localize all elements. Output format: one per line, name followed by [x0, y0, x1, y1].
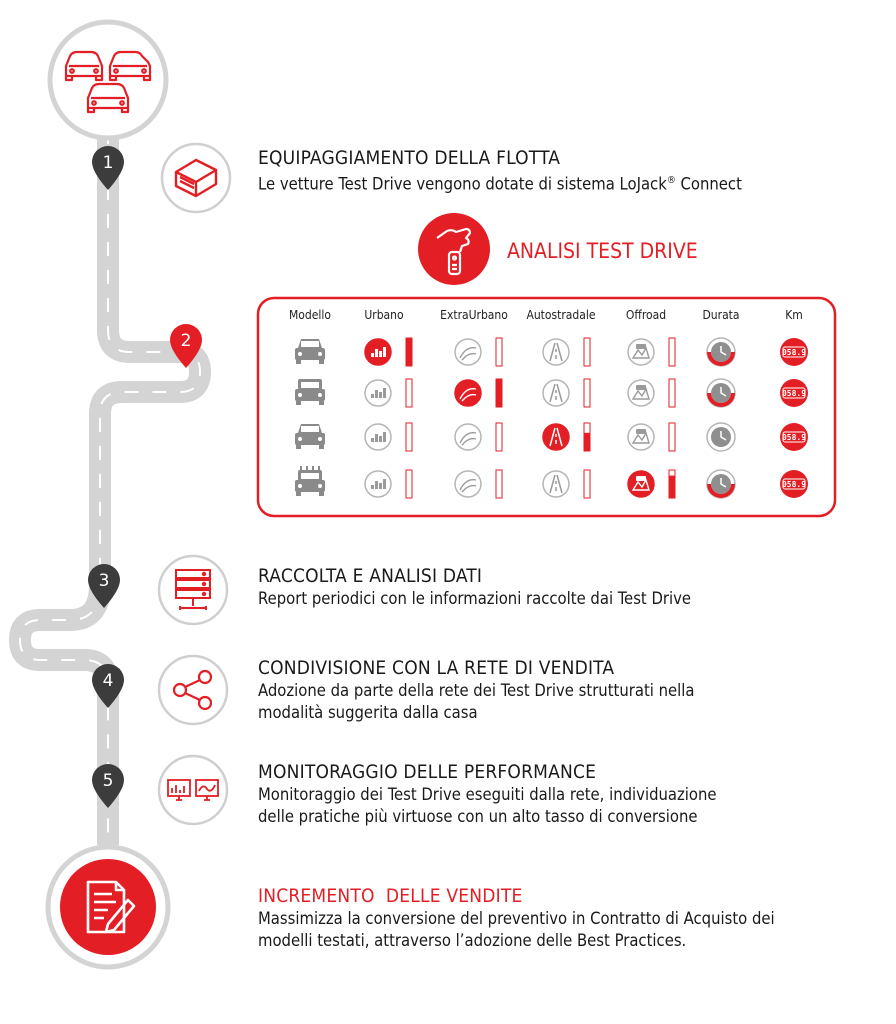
urbano-icon: [364, 379, 392, 407]
step-4-description-line-1: Adozione da parte della rete dei Test Dr…: [258, 681, 695, 700]
autostradale-level-bar: [583, 422, 591, 452]
sedan-icon: [295, 339, 325, 364]
col-header-km: Km: [785, 308, 803, 322]
autostradale-level-bar: [583, 337, 591, 367]
urbano-icon: [364, 470, 392, 498]
extraurbano-icon: [454, 423, 482, 451]
svg-text:4: 4: [103, 671, 114, 691]
step-3-title: RACCOLTA E ANALISI DATI: [258, 565, 483, 587]
road-path: [9, 130, 211, 845]
offroad-icon: [627, 423, 655, 451]
autostradale-icon: [542, 423, 570, 451]
extraurbano-icon: [454, 338, 482, 366]
final-step-description-line-2: modelli testati, attraverso l’adozione d…: [258, 931, 687, 950]
odometer-icon: 058.9: [780, 423, 808, 451]
autostradale-level-bar: [583, 469, 591, 499]
jeep-icon: [295, 466, 325, 496]
svg-text:2: 2: [181, 331, 192, 351]
step-badge-1: 1: [92, 146, 124, 190]
svg-text:058.9: 058.9: [782, 433, 806, 442]
urbano-icon: [364, 423, 392, 451]
extraurbano-level-bar: [495, 422, 503, 452]
offroad-level-bar: [668, 378, 676, 408]
extraurbano-icon: [454, 379, 482, 407]
autostradale-icon: [542, 379, 570, 407]
step-5-description-line-1: Monitoraggio dei Test Drive eseguiti dal…: [258, 785, 717, 804]
step-badge-5: 5: [92, 764, 124, 808]
step-badge-2: 2: [170, 324, 202, 368]
col-header-autostradale: Autostradale: [526, 308, 596, 322]
step-3-description: Report periodici con le informazioni rac…: [258, 589, 692, 608]
col-header-modello: Modello: [288, 308, 332, 322]
clock-icon: [706, 337, 736, 367]
step-5-description-line-2: delle pratiche più virtuose con un alto …: [258, 807, 698, 826]
autostradale-level-bar: [583, 378, 591, 408]
final-step-description-line-1: Massimizza la conversione del preventivo…: [258, 909, 775, 928]
odometer-icon: 058.9: [780, 470, 808, 498]
offroad-level-bar: [668, 337, 676, 367]
monitor-icon: [157, 754, 229, 826]
server-icon: [157, 554, 229, 626]
col-header-durata: Durata: [702, 308, 740, 322]
urbano-icon: [364, 338, 392, 366]
clock-icon: [706, 469, 736, 499]
fleet-cars-icon: [47, 19, 169, 141]
offroad-icon: [627, 338, 655, 366]
clock-icon: [706, 378, 736, 408]
urbano-level-bar: [405, 378, 413, 408]
col-header-offroad: Offroad: [625, 308, 667, 322]
final-step-title: INCREMENTO DELLE VENDITE: [258, 885, 523, 907]
svg-text:5: 5: [103, 771, 114, 791]
step-1-description: Le vetture Test Drive vengono dotate di …: [258, 174, 742, 194]
analysis-grid: 058.9 058.9 058.9 058.9: [295, 337, 808, 499]
extraurbano-level-bar: [495, 378, 503, 408]
extraurbano-icon: [454, 470, 482, 498]
col-header-extraurbano: ExtraUrbano: [440, 308, 508, 322]
offroad-icon: [627, 379, 655, 407]
odometer-icon: 058.9: [780, 379, 808, 407]
odometer-icon: 058.9: [780, 338, 808, 366]
step-4: CONDIVISIONE CON LA RETE DI VENDITA Adoz…: [258, 656, 695, 724]
offroad-level-bar: [668, 422, 676, 452]
offroad-level-bar: [668, 469, 676, 499]
extraurbano-level-bar: [495, 469, 503, 499]
step-badge-4: 4: [92, 664, 124, 708]
contract-icon: [45, 844, 171, 970]
step-4-description-line-2: modalità suggerita dalla casa: [258, 703, 478, 722]
step-5: MONITORAGGIO DELLE PERFORMANCE Monitorag…: [258, 760, 717, 828]
analysis-title: ANALISI TEST DRIVE: [507, 239, 698, 263]
step-3: RACCOLTA E ANALISI DATI Report periodici…: [258, 564, 691, 610]
suv-icon: [295, 379, 325, 405]
svg-text:058.9: 058.9: [782, 348, 806, 357]
extraurbano-level-bar: [495, 337, 503, 367]
step-4-title: CONDIVISIONE CON LA RETE DI VENDITA: [258, 657, 615, 679]
svg-text:1: 1: [103, 153, 114, 173]
autostradale-icon: [542, 470, 570, 498]
svg-text:3: 3: [99, 571, 110, 591]
hand-remote-icon: [418, 213, 490, 285]
obd-device-icon: [160, 142, 232, 214]
urbano-level-bar: [405, 337, 413, 367]
svg-text:058.9: 058.9: [782, 480, 806, 489]
offroad-icon: [627, 470, 655, 498]
autostradale-icon: [542, 338, 570, 366]
clock-icon: [706, 422, 736, 452]
svg-text:058.9: 058.9: [782, 389, 806, 398]
share-icon: [157, 654, 229, 726]
step-badge-3: 3: [88, 564, 120, 608]
step-1: EQUIPAGGIAMENTO DELLA FLOTTA Le vetture …: [258, 146, 742, 196]
step-1-title: EQUIPAGGIAMENTO DELLA FLOTTA: [258, 147, 561, 169]
final-step: INCREMENTO DELLE VENDITE Massimizza la c…: [258, 884, 775, 952]
col-header-urbano: Urbano: [364, 308, 404, 322]
crossover-icon: [295, 424, 325, 449]
step-5-title: MONITORAGGIO DELLE PERFORMANCE: [258, 761, 597, 783]
urbano-level-bar: [405, 422, 413, 452]
analysis-table-frame: [256, 296, 837, 518]
urbano-level-bar: [405, 469, 413, 499]
